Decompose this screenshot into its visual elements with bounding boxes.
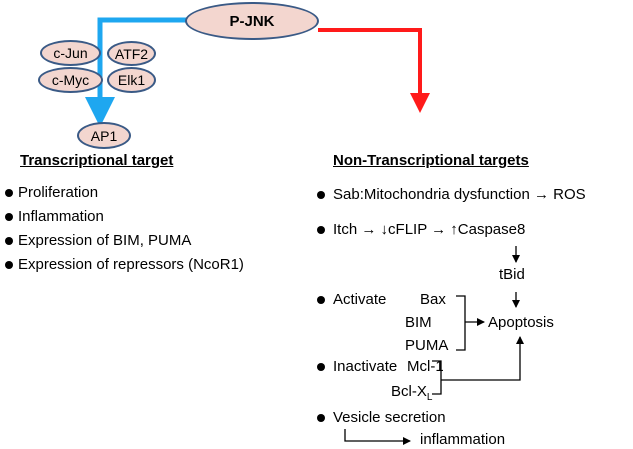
ap1-label: AP1	[90, 127, 118, 144]
bullet	[5, 237, 13, 245]
bim-label: BIM	[405, 314, 432, 331]
down-arrow-icon: ↓	[380, 221, 389, 238]
transcriptional-heading: Transcriptional target	[20, 152, 174, 169]
bullet	[317, 414, 325, 422]
bullet	[5, 261, 13, 269]
up-arrow-icon: ↑	[450, 221, 458, 238]
inactivate-bracket	[432, 337, 520, 395]
transcriptional-item-proliferation: Proliferation	[18, 184, 99, 201]
vesicle-label: Vesicle secretion	[333, 409, 446, 426]
transcriptional-item-bim-puma: Expression of BIM, PUMA	[18, 232, 192, 249]
bullet	[317, 296, 325, 304]
transcriptional-item-inflammation: Inflammation	[18, 208, 104, 225]
elk1-node: Elk1	[107, 67, 156, 93]
puma-label: PUMA	[405, 337, 449, 354]
bclx-subscript: L	[426, 392, 433, 403]
mcl1-label: Mcl-1	[407, 358, 444, 375]
tbid-label: tBid	[499, 266, 525, 283]
elk1-label: Elk1	[117, 72, 146, 88]
blue-arrow-to-ap1	[85, 17, 188, 127]
cmyc-label: c-Myc	[51, 72, 90, 88]
non-transcriptional-heading: Non-Transcriptional targets	[333, 152, 529, 169]
bax-label: Bax	[420, 291, 446, 308]
inactivate-label: Inactivate	[333, 358, 398, 375]
ap1-node: AP1	[77, 122, 131, 149]
pjnk-label: P-JNK	[229, 12, 275, 30]
bullet	[317, 363, 325, 371]
sab-label: Sab:Mitochondria dysfunction	[333, 186, 530, 203]
pjnk-node: P-JNK	[185, 2, 319, 40]
cflip-label: cFLIP	[388, 221, 427, 238]
transcriptional-item-repressors: Expression of repressors (NcoR1)	[18, 256, 244, 273]
activate-label: Activate	[333, 291, 387, 308]
ros-label: ROS	[553, 186, 586, 203]
caspase8-label: Caspase8	[457, 221, 526, 238]
atf2-label: ATF2	[114, 45, 149, 62]
cjun-node: c-Jun	[40, 40, 101, 66]
itch-label: Itch	[333, 221, 358, 238]
bullet	[5, 213, 13, 221]
vesicle-to-inflammation-arrow	[344, 429, 411, 445]
red-arrow-to-non-transcriptional	[318, 28, 430, 113]
right-arrow-icon: →	[431, 221, 447, 238]
right-arrow-icon: →	[533, 186, 549, 203]
apoptosis-label: Apoptosis	[488, 314, 554, 331]
bullet	[5, 189, 13, 197]
cjun-label: c-Jun	[53, 45, 88, 61]
activate-bracket	[456, 295, 484, 351]
bullet	[317, 191, 325, 199]
bclx-label: Bcl-X	[391, 383, 427, 400]
cmyc-node: c-Myc	[38, 67, 103, 93]
atf2-node: ATF2	[107, 41, 156, 66]
inflammation-outcome-label: inflammation	[420, 431, 506, 448]
right-arrow-icon: →	[361, 221, 377, 238]
sab-line: Sab:Mitochondria dysfunction → ROS	[333, 186, 586, 204]
bullet	[317, 226, 325, 234]
itch-line: Itch → ↓cFLIP → ↑Caspase8	[333, 221, 525, 239]
bclx-line: Bcl-XL	[391, 383, 433, 403]
